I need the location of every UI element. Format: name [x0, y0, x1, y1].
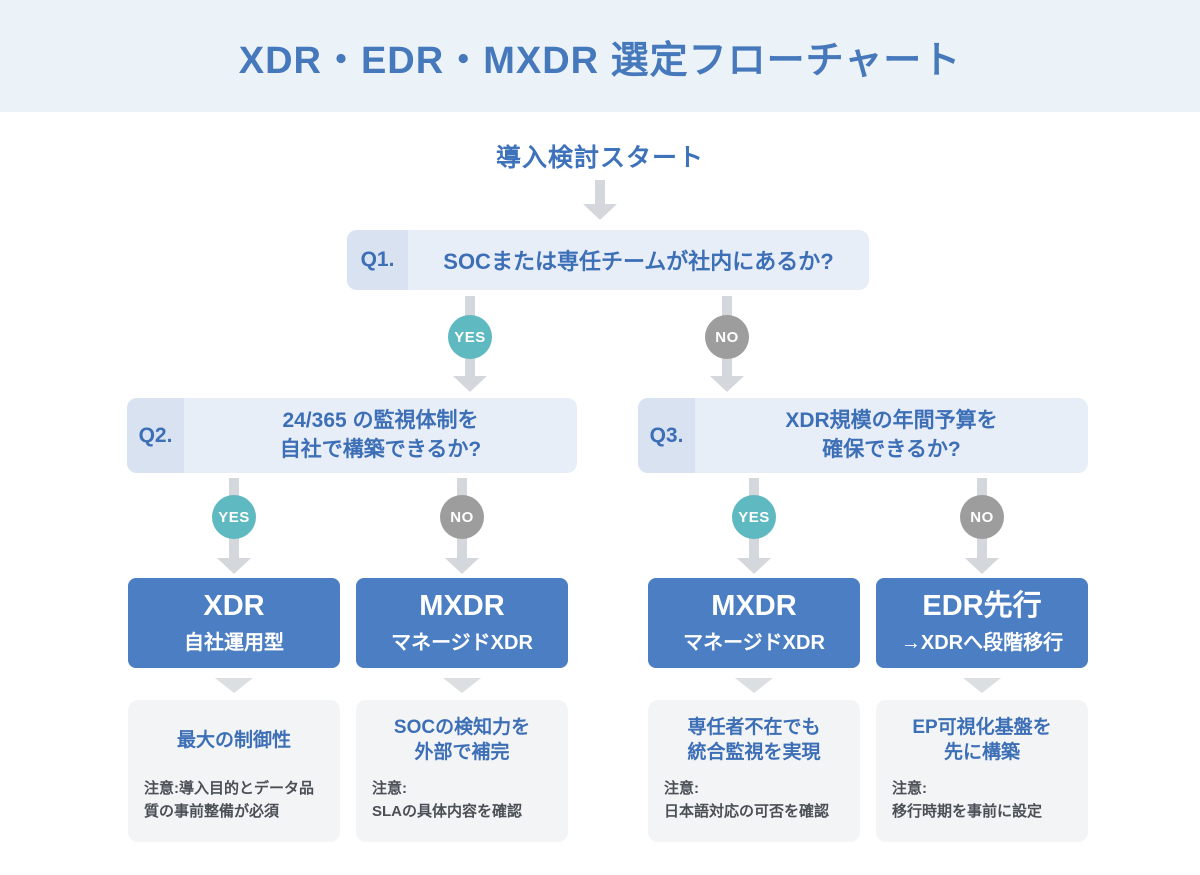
outcome-title: 専任者不在でも 統合監視を実現 [687, 717, 821, 763]
question-box-q1: Q1. SOCまたは専任チームが社内にあるか? [347, 230, 869, 290]
triangle-down-icon [735, 678, 773, 693]
result-box-edr-first: EDR先行 →XDRへ段階移行 [876, 578, 1088, 668]
arrow-head [583, 204, 617, 220]
result-box-xdr: XDR 自社運用型 [128, 578, 340, 668]
yes-badge-q1: YES [448, 315, 492, 359]
result-title: EDR先行 [922, 590, 1042, 623]
no-badge-q3: NO [960, 495, 1004, 539]
result-title: MXDR [711, 590, 797, 623]
result-title: MXDR [419, 590, 505, 623]
outcome-note: 注意:導入目的とデータ品質の事前整備が必須 [144, 780, 314, 821]
outcome-note: 注意: 移行時期を事前に設定 [892, 780, 1043, 821]
outcome-box-3: 専任者不在でも 統合監視を実現 注意: 日本語対応の可否を確認 [648, 700, 860, 842]
yes-badge-q3: YES [732, 495, 776, 539]
outcome-title: 最大の制御性 [176, 729, 291, 751]
arrow-head [453, 376, 487, 392]
question-id-q2: Q2. [127, 398, 184, 473]
header-band: XDR・EDR・MXDR 選定フローチャート [0, 0, 1200, 112]
question-text-q3: XDR規模の年間予算を 確保できるか? [785, 409, 998, 461]
yes-badge-q2: YES [212, 495, 256, 539]
result-title: XDR [203, 590, 265, 623]
result-subtitle: 自社運用型 [184, 631, 284, 654]
result-subtitle: マネージドXDR [391, 631, 533, 654]
outcome-note: 注意: 日本語対応の可否を確認 [664, 780, 830, 821]
no-badge-q1: NO [705, 315, 749, 359]
triangle-down-icon [963, 678, 1001, 693]
result-subtitle: →XDRへ段階移行 [900, 631, 1064, 654]
outcome-box-1: 最大の制御性 注意:導入目的とデータ品質の事前整備が必須 [128, 700, 340, 842]
outcome-box-4: EP可視化基盤を 先に構築 注意: 移行時期を事前に設定 [876, 700, 1088, 842]
triangle-down-icon [215, 678, 253, 693]
arrow-down-icon [583, 180, 617, 220]
triangle-down-icon [443, 678, 481, 693]
result-box-mxdr-2: MXDR マネージドXDR [648, 578, 860, 668]
question-text-q1: SOCまたは専任チームが社内にあるか? [443, 249, 834, 274]
question-text-q2: 24/365 の監視体制を 自社で構築できるか? [279, 409, 482, 461]
arrow-head [737, 558, 771, 574]
result-subtitle: マネージドXDR [683, 631, 825, 654]
arrow-stem [595, 180, 605, 204]
result-box-mxdr-1: MXDR マネージドXDR [356, 578, 568, 668]
arrow-head [217, 558, 251, 574]
arrow-head [445, 558, 479, 574]
question-id-q3: Q3. [638, 398, 695, 473]
arrow-head [965, 558, 999, 574]
outcome-title: SOCの検知力を 外部で補完 [393, 717, 531, 763]
question-box-q2: Q2. 24/365 の監視体制を 自社で構築できるか? [127, 398, 577, 473]
no-badge-q2: NO [440, 495, 484, 539]
question-id-q1: Q1. [347, 230, 408, 290]
question-box-q3: Q3. XDR規模の年間予算を 確保できるか? [638, 398, 1088, 473]
outcome-title: EP可視化基盤を 先に構築 [912, 717, 1052, 763]
outcome-note: 注意: SLAの具体内容を確認 [372, 780, 523, 821]
page-title: XDR・EDR・MXDR 選定フローチャート [238, 39, 962, 82]
start-node-label: 導入検討スタート [495, 144, 704, 172]
outcome-box-2: SOCの検知力を 外部で補完 注意: SLAの具体内容を確認 [356, 700, 568, 842]
arrow-head [710, 376, 744, 392]
